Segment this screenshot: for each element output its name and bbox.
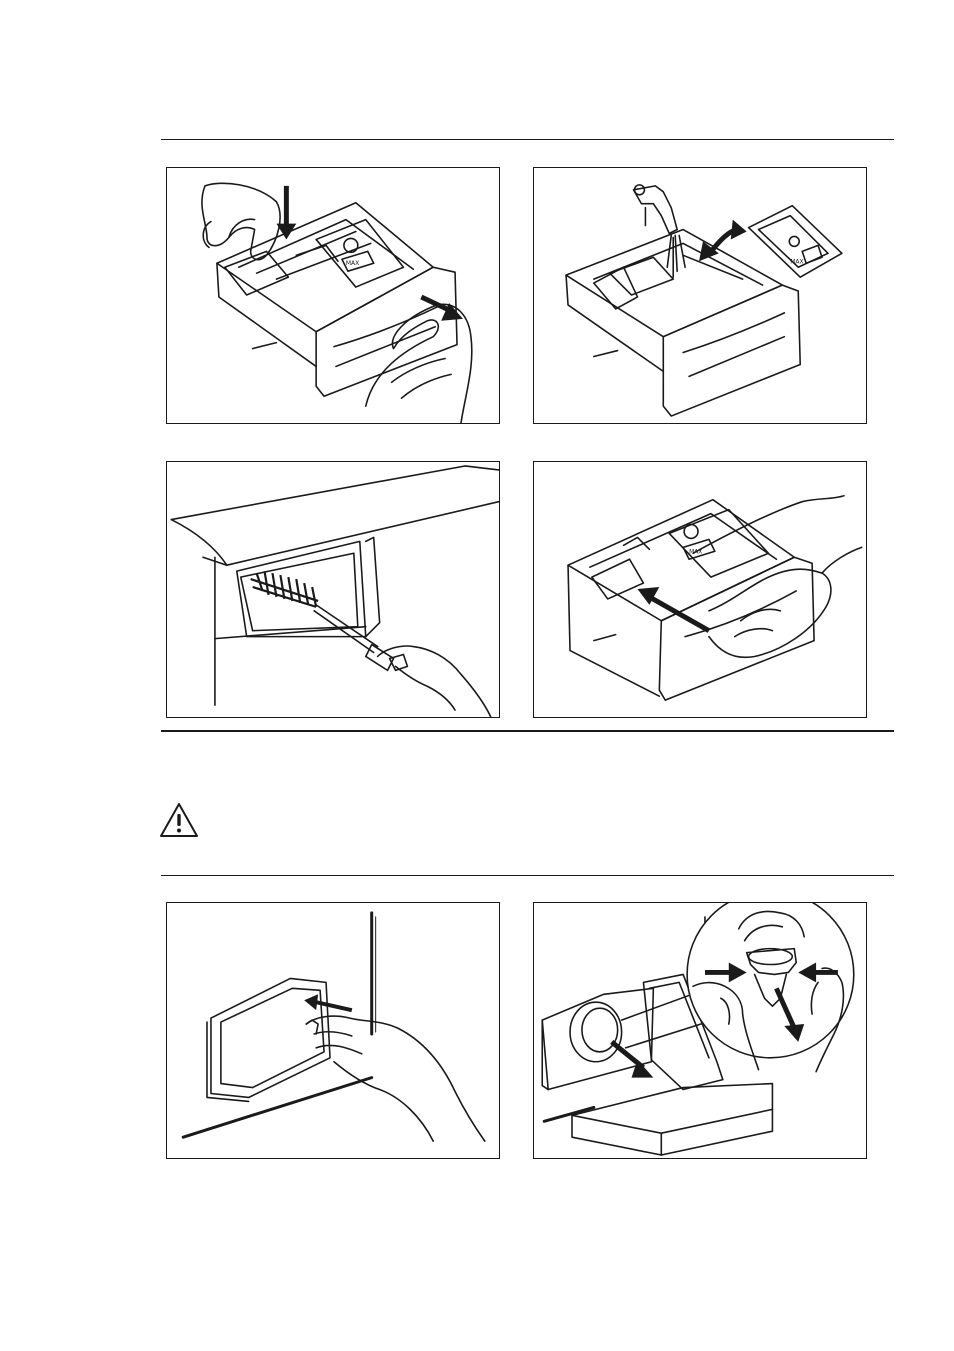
dispenser-drawer-illustration: MAX: [167, 168, 499, 423]
warning-triangle-icon: [159, 802, 199, 838]
figure-brush-dispenser-recess: [166, 461, 500, 718]
max-label-insert: MAX: [790, 258, 803, 265]
rinse-drawer-illustration: MAX: [534, 168, 866, 423]
pump-filter-illustration: [534, 903, 866, 1158]
mid-divider: [161, 730, 894, 732]
max-label: MAX: [346, 260, 359, 267]
reinsert-drawer-illustration: MAX: [534, 462, 866, 717]
top-divider: [161, 139, 894, 140]
recess-brush-illustration: [167, 462, 499, 717]
figure-remove-dispenser-drawer: MAX: [166, 167, 500, 424]
figure-remove-pump-filter: [533, 902, 867, 1159]
lower-divider: [161, 875, 894, 876]
figure-rinse-drawer-under-tap: MAX: [533, 167, 867, 424]
max-label-drawer: MAX: [689, 548, 702, 555]
pump-door-illustration: [167, 903, 499, 1158]
figure-open-pump-door: [166, 902, 500, 1159]
figure-reinsert-dispenser-drawer: MAX: [533, 461, 867, 718]
